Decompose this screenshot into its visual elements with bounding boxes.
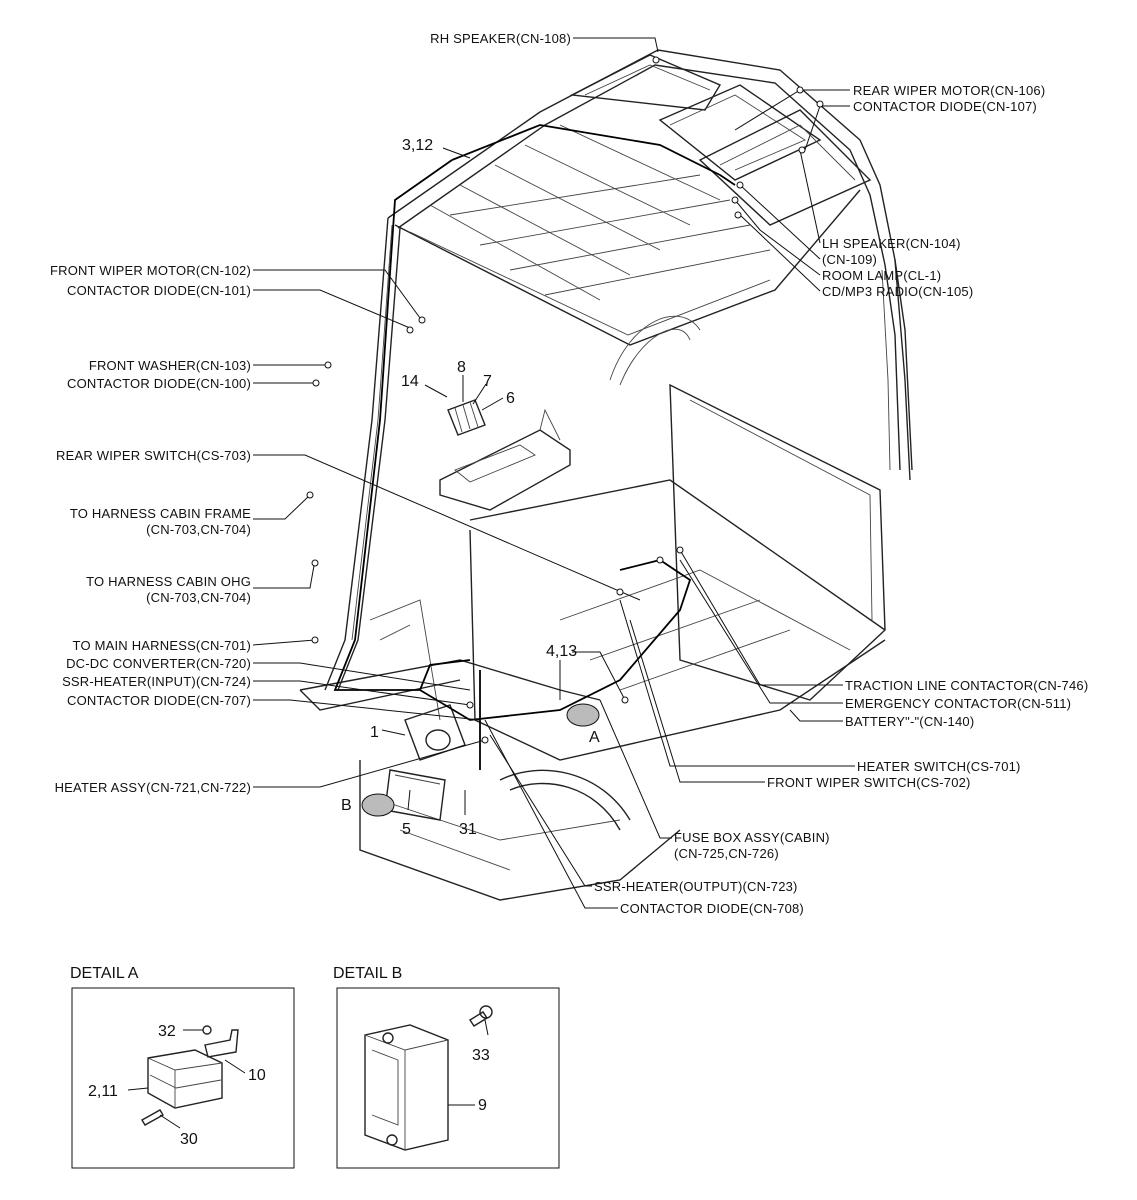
detail-a-callout-2-11: 2,11 [88,1083,118,1100]
label-harness-cabin-frame: TO HARNESS CABIN FRAME [70,506,251,521]
label-ssr-heater-output: SSR-HEATER(OUTPUT)(CN-723) [594,879,798,894]
detail-a-callout-32: 32 [158,1023,176,1040]
label-battery: BATTERY"-"(CN-140) [845,714,974,729]
label-rear-wiper-switch: REAR WIPER SWITCH(CS-703) [56,448,251,463]
detail-b-title: DETAIL B [333,965,402,982]
label-lh-speaker: LH SPEAKER(CN-104) [822,236,961,251]
label-harness-cabin-frame-codes: (CN-703,CN-704) [146,522,251,537]
callout-14: 14 [401,373,419,390]
label-emergency-contactor: EMERGENCY CONTACTOR(CN-511) [845,696,1071,711]
detail-a-callout-10: 10 [248,1067,266,1084]
callout-4-13: 4,13 [546,643,577,660]
callout-numbers: 3,12 8 7 14 6 4,13 1 A B 5 31 [341,137,600,838]
cabin-frame-art [299,49,913,901]
label-front-wiper-switch: FRONT WIPER SWITCH(CS-702) [767,775,971,790]
label-front-wiper-motor: FRONT WIPER MOTOR(CN-102) [50,263,251,278]
detail-b-frame [336,987,560,1169]
detail-a-callout-30: 30 [180,1131,198,1148]
label-fuse-box-codes: (CN-725,CN-726) [674,846,779,861]
callout-mark-a: A [589,729,600,746]
callout-mark-b: B [341,797,352,814]
callout-1: 1 [370,724,379,741]
connector-points [306,56,824,744]
label-contactor-diode-100: CONTACTOR DIODE(CN-100) [67,376,251,391]
label-cd-radio: CD/MP3 RADIO(CN-105) [822,284,973,299]
detail-a: DETAIL A 32 10 2,11 30 [70,965,295,1169]
label-contactor-diode-101: CONTACTOR DIODE(CN-101) [67,283,251,298]
callout-8: 8 [457,359,466,376]
leader-lines [252,37,855,909]
label-harness-cabin-ohg: TO HARNESS CABIN OHG [86,574,251,589]
label-fuse-box: FUSE BOX ASSY(CABIN) [674,830,830,845]
harness-art [333,124,736,770]
label-heater-switch: HEATER SWITCH(CS-701) [857,759,1021,774]
label-rh-speaker: RH SPEAKER(CN-108) [430,31,571,46]
label-contactor-diode-107: CONTACTOR DIODE(CN-107) [853,99,1037,114]
detail-b: DETAIL B 33 9 [333,965,560,1169]
label-rear-wiper-motor: REAR WIPER MOTOR(CN-106) [853,83,1045,98]
detail-a-frame [71,987,295,1169]
label-contactor-diode-707: CONTACTOR DIODE(CN-707) [67,693,251,708]
callout-31: 31 [459,821,477,838]
label-ssr-heater-input: SSR-HEATER(INPUT)(CN-724) [62,674,251,689]
callout-5: 5 [402,821,411,838]
label-traction-line-contactor: TRACTION LINE CONTACTOR(CN-746) [845,678,1088,693]
label-dc-dc-converter: DC-DC CONVERTER(CN-720) [66,656,251,671]
detail-a-title: DETAIL A [70,965,139,982]
label-front-washer: FRONT WASHER(CN-103) [89,358,251,373]
callout-3-12: 3,12 [402,137,433,154]
label-cn-109: (CN-109) [822,252,877,267]
label-contactor-diode-708: CONTACTOR DIODE(CN-708) [620,901,804,916]
label-main-harness: TO MAIN HARNESS(CN-701) [73,638,251,653]
detail-b-callout-33: 33 [472,1047,490,1064]
callout-6: 6 [506,390,515,407]
detail-b-callout-9: 9 [478,1097,487,1114]
callout-7: 7 [483,373,492,390]
label-heater-assy: HEATER ASSY(CN-721,CN-722) [55,780,251,795]
component-labels: RH SPEAKER(CN-108) REAR WIPER MOTOR(CN-1… [50,31,1088,916]
label-room-lamp: ROOM LAMP(CL-1) [822,268,941,283]
label-harness-cabin-ohg-codes: (CN-703,CN-704) [146,590,251,605]
